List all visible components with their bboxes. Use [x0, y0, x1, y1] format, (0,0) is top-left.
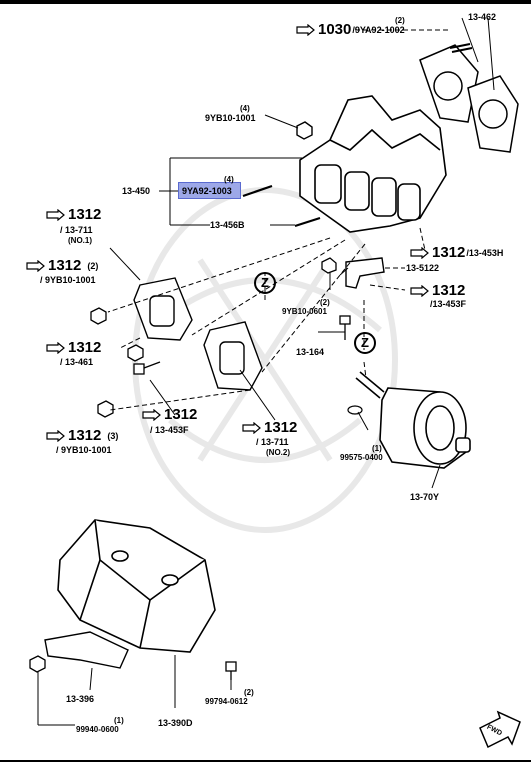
bottom-rule: [0, 760, 531, 762]
pointing-hand-icon: [296, 24, 315, 36]
ref-sub-13-461: / 13-461: [60, 357, 94, 367]
ref-sub-13-711-no1: / 13-711: [60, 225, 93, 235]
ref-sub-13-453f-left: / 13-453F: [150, 425, 189, 435]
pointing-hand-icon: [242, 422, 261, 434]
exhaust-manifold: [299, 95, 447, 233]
ref-1312-13-461: 1312: [46, 340, 101, 356]
nut-9yb10-0601: [321, 257, 337, 274]
qty-99794-0612: (2): [244, 688, 254, 697]
label-99940-0600: 99940-0600: [76, 725, 119, 734]
ref-1312-13-711-no1: 1312: [46, 207, 101, 223]
gasket-13-711-no2: [203, 321, 263, 391]
ref-1312-13-453f-right: 1312: [410, 283, 465, 299]
label-13-462: 13-462: [468, 12, 497, 22]
nut-1312-9yb10-lower: [97, 400, 114, 418]
ref-number: 1312: [432, 282, 466, 299]
bolt-13-164: [339, 315, 351, 340]
pointing-hand-icon: [410, 285, 429, 297]
label-99794-0612: 99794-0612: [205, 697, 248, 706]
ref-number: 1312: [432, 244, 466, 261]
nut-1312-9yb10: [90, 307, 107, 325]
ref-sub-13-453f-right: /13-453F: [430, 299, 467, 309]
stud-9ya92-1003: [242, 184, 321, 228]
pointing-hand-icon: [46, 209, 65, 221]
nut-9yb10-1001-top: [296, 121, 313, 140]
bolt-1312-13-453f: [133, 361, 161, 375]
qty-99575-0400: (1): [372, 444, 382, 453]
heat-shield-13-390d: [57, 519, 216, 653]
ref-sub-no1: (NO.1): [68, 236, 92, 245]
leader-lines: [37, 17, 495, 726]
ref-1312-13-453h: 1312 /13-453H: [410, 245, 503, 261]
label-13-5122: 13-5122: [406, 263, 440, 273]
label-13-70y: 13-70Y: [410, 492, 440, 502]
label-9yb10-1001-top: 9YB10-1001: [205, 113, 256, 123]
ref-number: 1312: [48, 257, 82, 274]
qty-1030: (2): [395, 16, 405, 25]
ref-number: 1312: [68, 206, 102, 223]
qty-9yb10-0601: (2): [320, 298, 330, 307]
ref-1312-13-453f-left: 1312: [142, 407, 197, 423]
label-99575-0400: 99575-0400: [340, 453, 383, 462]
z-marker-lower: Z: [354, 332, 376, 354]
label-13-396: 13-396: [66, 694, 95, 704]
label-13-164: 13-164: [296, 347, 325, 357]
ref-1030: 1030 /9YA92-1002: [296, 22, 405, 38]
pointing-hand-icon: [46, 430, 65, 442]
gasket-99575-0400: [347, 405, 363, 415]
qty-9ya92-1003: (4): [224, 175, 234, 184]
bracket-13-396: [44, 631, 129, 669]
label-13-390d: 13-390D: [158, 718, 193, 728]
stud-1030: [449, 43, 473, 53]
ref-number: 1312: [68, 427, 102, 444]
top-rule: [0, 0, 531, 4]
label-9yb10-0601: 9YB10-0601: [282, 307, 327, 316]
bolt-99794-0612: [225, 661, 237, 680]
ref-1312-13-711-no2: 1312: [242, 420, 297, 436]
pointing-hand-icon: [142, 409, 161, 421]
ref-1312-9yb10-1001: 1312 (2): [26, 258, 98, 274]
ref-1312-9yb10-1001-lower: 1312 (3): [46, 428, 118, 444]
bolt-99940-0600: [29, 655, 46, 673]
ref-qty: (2): [87, 261, 99, 271]
qty-99940-0600: (1): [114, 716, 124, 725]
ref-sub-9yb10-1001-lower: / 9YB10-1001: [56, 445, 112, 455]
label-13-450: 13-450: [122, 186, 151, 196]
ref-sub: /13-453H: [466, 248, 504, 258]
ref-number: 1312: [68, 339, 102, 356]
pointing-hand-icon: [410, 247, 429, 259]
ref-1030-code: /9YA92-1002: [352, 25, 405, 35]
ref-sub-no2: (NO.2): [266, 448, 290, 457]
ref-qty: (3): [107, 431, 119, 441]
bracket-13-5122: [345, 257, 385, 289]
fwd-arrow-icon: [479, 710, 521, 749]
label-9ya92-1003: 9YA92-1003: [182, 186, 232, 196]
ref-1030-number: 1030: [318, 21, 352, 38]
highlighted-part-box: [178, 182, 241, 199]
ref-sub-13-711-no2: / 13-711: [256, 437, 289, 447]
ref-number: 1312: [264, 419, 298, 436]
pointing-hand-icon: [26, 260, 45, 272]
gasket-13-711-no1: [133, 277, 193, 341]
ref-sub-9yb10-1001: / 9YB10-1001: [40, 275, 96, 285]
z-marker-upper: Z: [254, 272, 276, 294]
gasket-13-462: [419, 44, 519, 153]
pointing-hand-icon: [46, 342, 65, 354]
watermark-crest: [132, 187, 398, 533]
ref-number: 1312: [164, 406, 198, 423]
actuator-13-70y: [355, 371, 471, 469]
label-13-456b: 13-456B: [210, 220, 245, 230]
nut-1312-13-461: [127, 344, 144, 362]
qty-9yb10-top: (4): [240, 104, 250, 113]
